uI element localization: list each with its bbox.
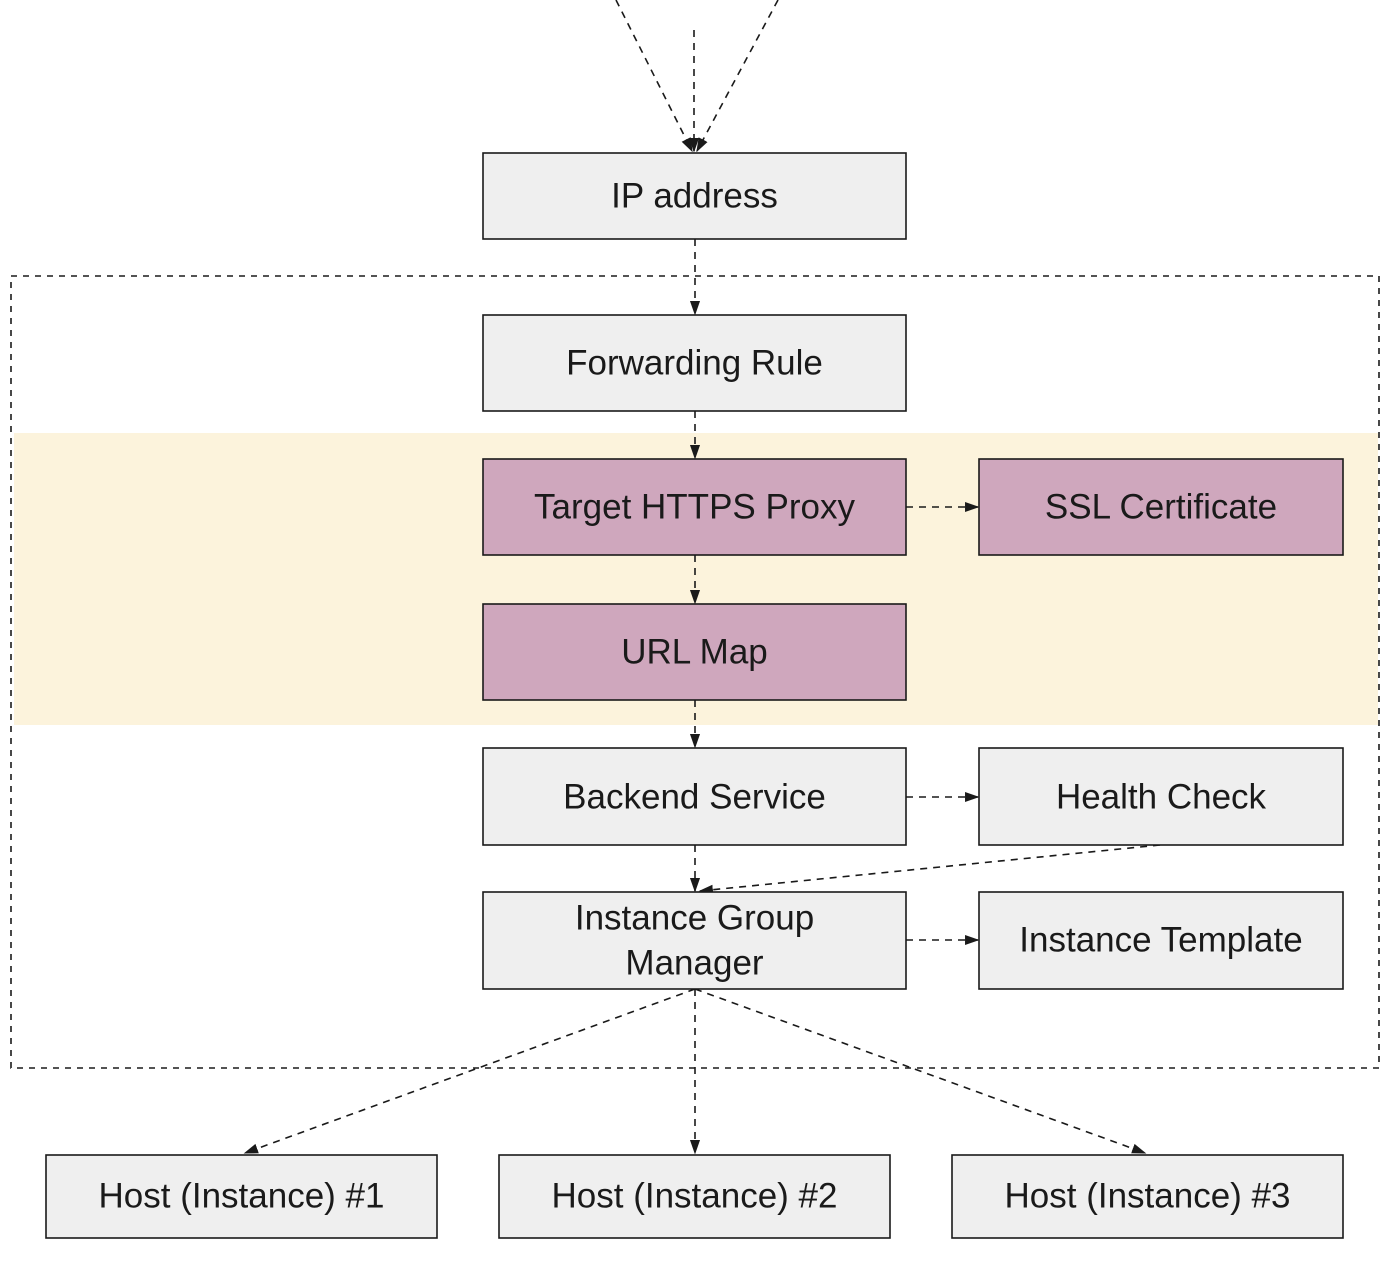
backend-service-label: Backend Service [563,778,826,817]
instance-template-label: Instance Template [1019,921,1302,960]
instance-template-node: Instance Template [978,891,1344,990]
url-map-label: URL Map [621,633,768,672]
incoming-edge-left [615,0,693,153]
ssl-certificate-node: SSL Certificate [978,458,1344,556]
host-1-node: Host (Instance) #1 [45,1154,438,1239]
instance-group-manager-label-line2: Manager [625,944,763,983]
incoming-edge-right [696,0,779,153]
health-check-node: Health Check [978,747,1344,846]
host-2-node: Host (Instance) #2 [498,1154,891,1239]
host-2-label: Host (Instance) #2 [552,1177,838,1216]
edge-igm-to-host-3 [694,988,1147,1154]
target-https-proxy-label: Target HTTPS Proxy [534,488,855,527]
forwarding-rule-label: Forwarding Rule [566,344,823,383]
url-map-node: URL Map [482,603,907,701]
instance-group-manager-label-line1: Instance Group [575,899,814,938]
host-3-node: Host (Instance) #3 [951,1154,1344,1239]
forwarding-rule-node: Forwarding Rule [482,314,907,412]
edge-health-check-to-igm [698,844,1161,895]
ip-address-node: IP address [482,152,907,240]
ssl-certificate-label: SSL Certificate [1045,488,1277,527]
ip-address-label: IP address [611,177,778,216]
edge-igm-to-host-1 [243,988,696,1154]
target-https-proxy-node: Target HTTPS Proxy [482,458,907,556]
health-check-label: Health Check [1056,778,1267,817]
instance-group-manager-node: Instance Group Manager [482,891,907,990]
backend-service-node: Backend Service [482,747,907,846]
host-3-label: Host (Instance) #3 [1005,1177,1291,1216]
host-1-label: Host (Instance) #1 [99,1177,385,1216]
